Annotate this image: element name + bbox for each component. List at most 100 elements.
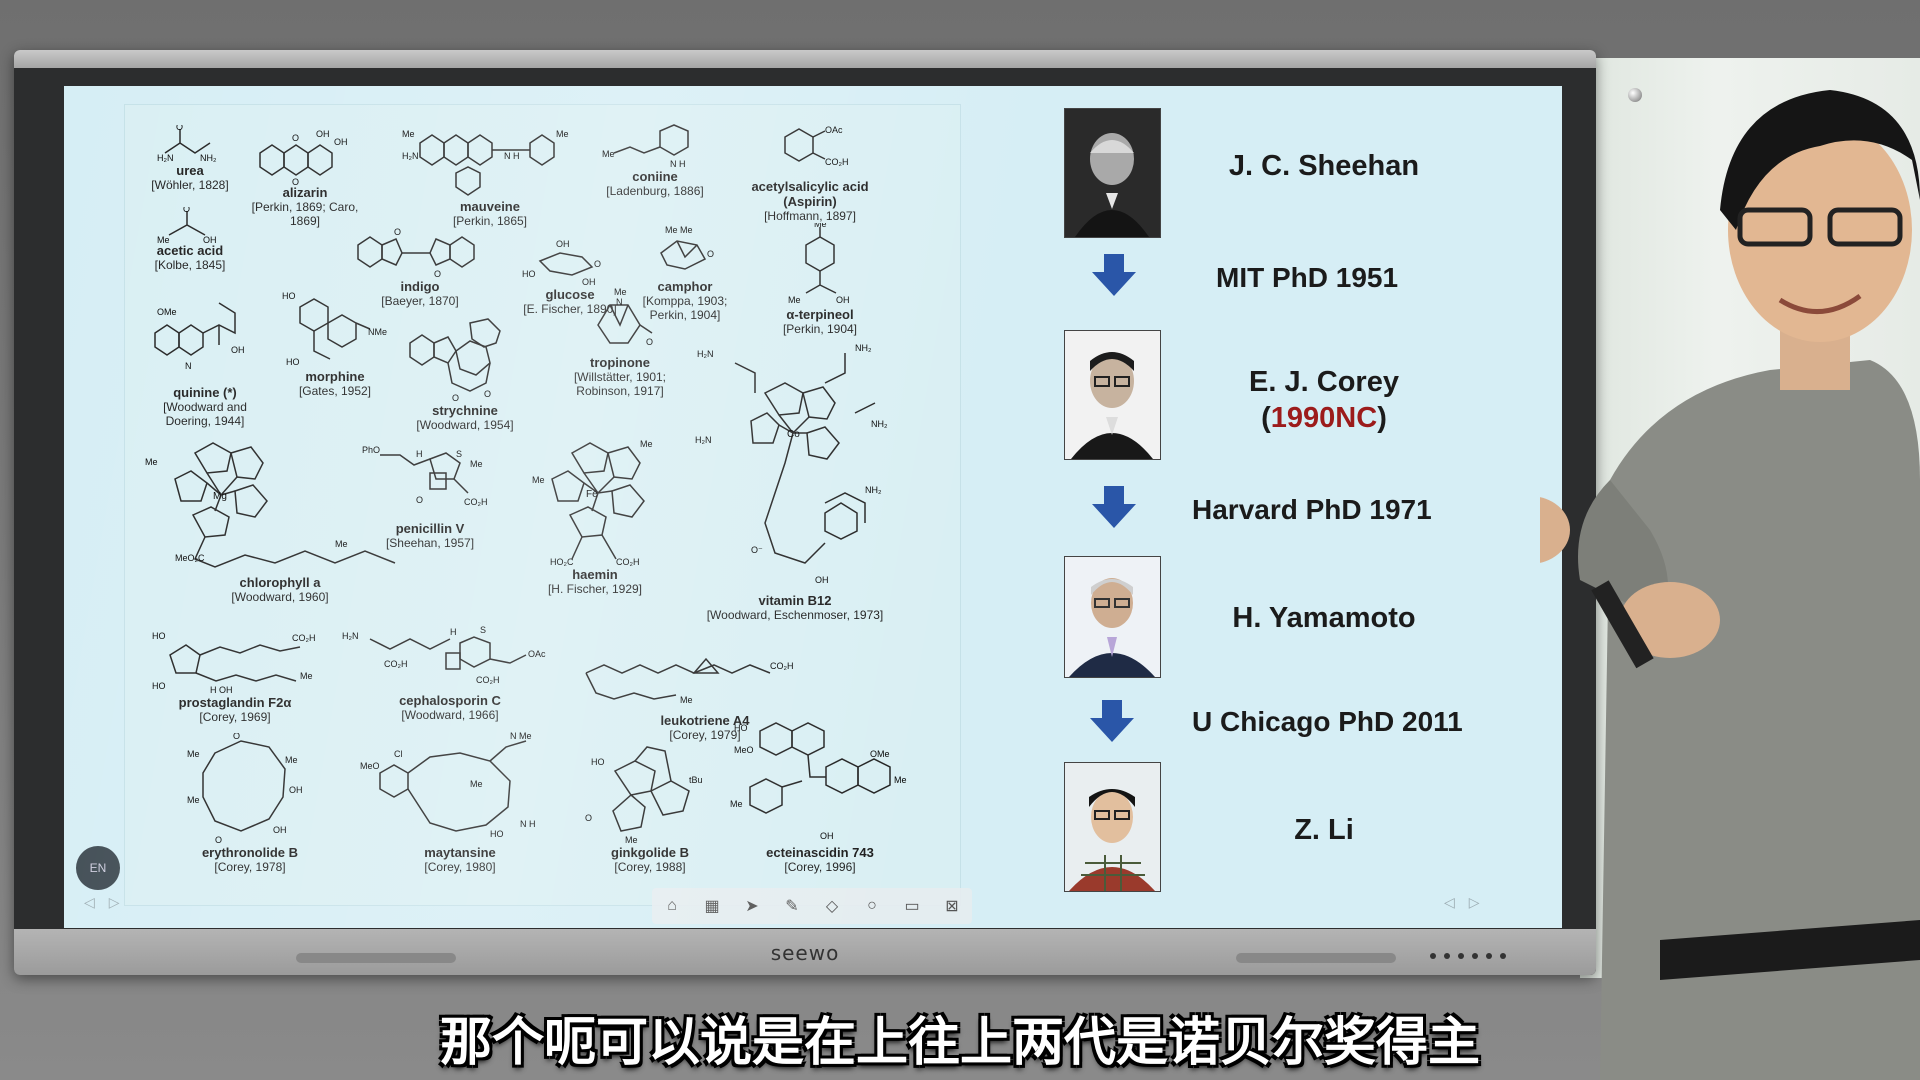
molecule-name: maytansine <box>424 845 496 860</box>
person-name-li: Z. Li <box>1294 814 1354 846</box>
svg-text:Cl: Cl <box>394 749 403 759</box>
pointer-icon[interactable]: ➤ <box>745 898 759 915</box>
svg-text:Me Me: Me Me <box>665 225 693 235</box>
indigo-structure-icon: OO <box>357 227 475 279</box>
svg-text:Me: Me <box>300 671 313 681</box>
molecule-ref: [Woodward, 1966] <box>401 708 499 722</box>
molecule-name: alizarin <box>282 185 328 200</box>
svg-text:NH₂: NH₂ <box>871 419 888 429</box>
tv-control-buttons[interactable] <box>1430 953 1506 959</box>
close-presentation-icon[interactable]: ⊠ <box>945 898 959 915</box>
molecule-ref: [Komppa, 1903; Perkin, 1904] <box>642 294 728 322</box>
svg-text:CO₂H: CO₂H <box>476 675 500 685</box>
screen-icon[interactable]: ▭ <box>904 898 920 915</box>
svg-text:NH₂: NH₂ <box>200 153 217 163</box>
svg-text:Me: Me <box>625 835 638 845</box>
speaker-grille-right <box>1236 953 1396 963</box>
svg-text:Me: Me <box>556 129 569 139</box>
presenter-figure <box>1540 90 1920 1080</box>
molecule-ref: [Corey, 1979] <box>669 728 741 742</box>
svg-text:H₂N: H₂N <box>157 153 174 163</box>
svg-text:OH: OH <box>582 277 596 287</box>
svg-text:Me: Me <box>788 295 801 305</box>
eraser-icon[interactable]: ◇ <box>825 898 839 915</box>
molecule-ref: [Perkin, 1865] <box>452 214 528 228</box>
portrait-icon <box>1065 557 1160 677</box>
svg-text:Me: Me <box>402 129 415 139</box>
svg-text:Me: Me <box>187 795 200 805</box>
svg-text:H₂N: H₂N <box>695 435 712 445</box>
molecule-name: haemin <box>572 567 618 582</box>
page-nav-right[interactable]: ◁ ▷ <box>1444 894 1480 911</box>
prev-page-right-icon[interactable]: ◁ <box>1444 894 1455 910</box>
home-icon[interactable]: ⌂ <box>667 897 677 914</box>
svg-text:O: O <box>434 269 441 279</box>
svg-text:OAc: OAc <box>825 125 843 135</box>
svg-text:Me: Me <box>602 149 615 159</box>
molecule-name: penicillin V <box>395 521 465 536</box>
svg-text:CO₂H: CO₂H <box>384 659 408 669</box>
molecule-ref: [Woodward, Eschenmoser, 1973] <box>706 608 884 622</box>
svg-text:H: H <box>450 627 457 637</box>
molecule-ref: [Corey, 1988] <box>614 860 686 874</box>
camphor-structure-icon: Me MeO <box>660 225 714 270</box>
tv-top-bezel <box>14 50 1596 68</box>
pen-icon[interactable]: ✎ <box>785 898 799 915</box>
molecule-name: acetylsalicylic acid (Aspirin) <box>751 179 869 209</box>
zoom-icon[interactable]: ○ <box>867 897 877 914</box>
portrait-icon <box>1065 763 1160 891</box>
svg-text:Fe: Fe <box>586 489 598 500</box>
svg-text:OH: OH <box>334 137 348 147</box>
svg-text:Me: Me <box>730 799 743 809</box>
degree-mit: MIT PhD 1951 <box>1216 262 1399 293</box>
prev-page-icon[interactable]: ◁ <box>84 894 95 910</box>
molecule-name: glucose <box>545 287 595 302</box>
molecule-name: prostaglandin F2α <box>178 695 292 710</box>
photo-corey <box>1064 330 1161 460</box>
svg-text:CO₂H: CO₂H <box>825 157 849 167</box>
svg-text:H₂N: H₂N <box>342 631 359 641</box>
page-nav-left[interactable]: ◁ ▷ <box>84 894 120 911</box>
molecule-ref: [Corey, 1978] <box>214 860 286 874</box>
degree-chicago: U Chicago PhD 2011 <box>1192 706 1463 737</box>
language-toggle-button[interactable]: EN <box>76 846 120 890</box>
svg-text:N Me: N Me <box>510 731 532 741</box>
molecule-ref: [Woodward, 1960] <box>231 590 329 604</box>
next-page-icon[interactable]: ▷ <box>108 894 120 910</box>
whiteboard-toolbar: ⌂ ▦ ➤ ✎ ◇ ○ ▭ ⊠ <box>652 888 972 924</box>
nobel-award-line: (1990NC) <box>1204 402 1444 435</box>
person-name-sheehan: J. C. Sheehan <box>1228 150 1420 182</box>
svg-text:H₂N: H₂N <box>402 151 419 161</box>
svg-text:HO: HO <box>282 291 296 301</box>
svg-text:HO: HO <box>152 631 166 641</box>
grid-icon[interactable]: ▦ <box>704 898 720 915</box>
svg-text:O: O <box>183 207 190 214</box>
next-page-right-icon[interactable]: ▷ <box>1468 894 1480 910</box>
svg-text:O: O <box>646 337 653 347</box>
svg-text:N H: N H <box>670 159 686 169</box>
svg-text:HO: HO <box>591 757 605 767</box>
svg-text:NMe: NMe <box>368 327 387 337</box>
svg-text:HO: HO <box>152 681 166 691</box>
svg-text:CO₂H: CO₂H <box>464 497 488 507</box>
molecule-name: urea <box>176 163 204 178</box>
magnet-pin <box>1628 88 1642 102</box>
svg-text:H: H <box>416 449 423 459</box>
